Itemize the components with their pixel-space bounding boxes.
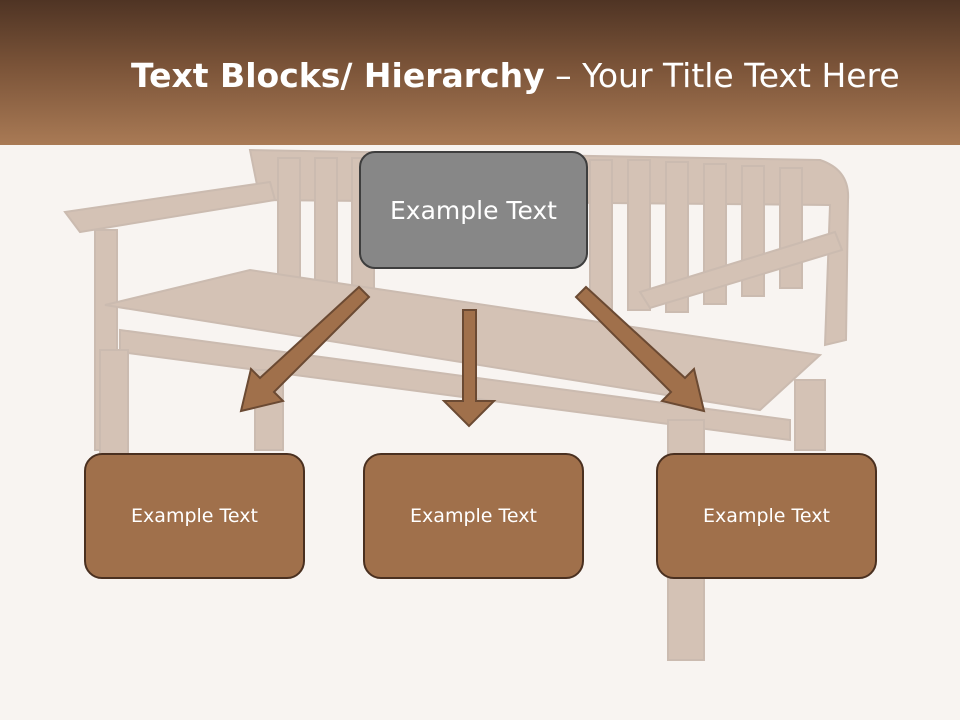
child-box-2[interactable]: Example Text [363, 453, 584, 579]
child-box-3-label: Example Text [703, 505, 830, 527]
child-box-2-label: Example Text [410, 505, 537, 527]
child-box-1-label: Example Text [131, 505, 258, 527]
arrow-right [574, 285, 706, 413]
title-bar: Text Blocks/ Hierarchy – Your Title Text… [0, 0, 960, 145]
child-box-3[interactable]: Example Text [656, 453, 877, 579]
title-bold-part: Text Blocks/ Hierarchy [131, 56, 545, 95]
arrow-middle [441, 309, 497, 428]
slide-title[interactable]: Text Blocks/ Hierarchy – Your Title Text… [131, 52, 900, 100]
title-rest-part: – Your Title Text Here [544, 56, 900, 95]
arrow-left [239, 285, 371, 413]
top-box-label: Example Text [390, 195, 557, 225]
top-box[interactable]: Example Text [359, 151, 588, 269]
child-box-1[interactable]: Example Text [84, 453, 305, 579]
